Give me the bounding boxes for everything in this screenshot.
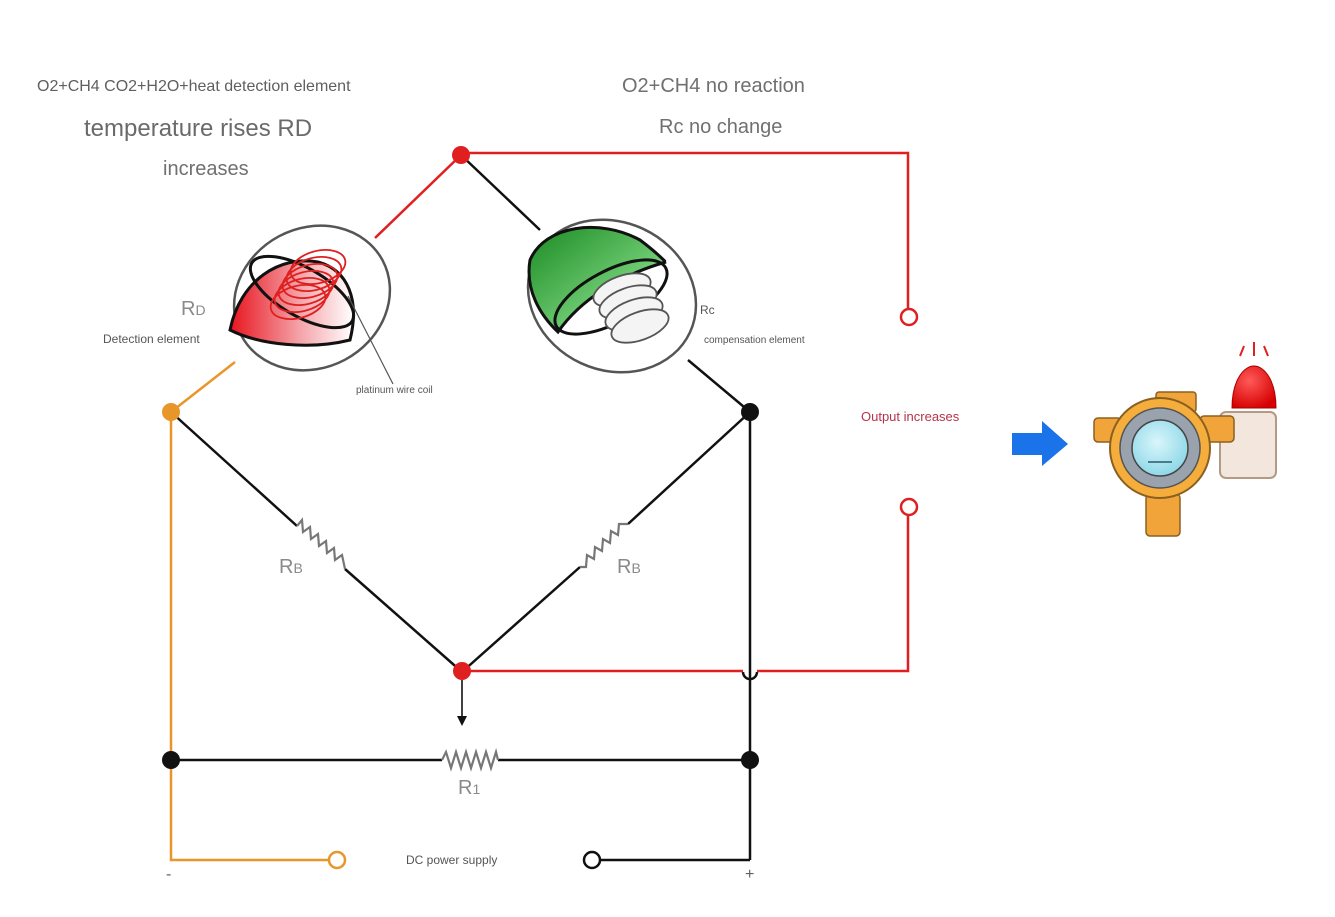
terminals [327, 307, 919, 870]
wiper-arrow [457, 680, 467, 726]
platinum-coil-label: platinum wire coil [356, 385, 433, 396]
red-wires [374, 151, 910, 673]
rb-right-symbol: RB [617, 556, 641, 578]
compensation-bead [592, 272, 670, 344]
detection-element-label: Detection element [103, 332, 200, 346]
resistor-rb-left [296, 517, 347, 570]
header-right-line1: O2+CH4 no reaction [622, 75, 805, 97]
platinum-coil [269, 249, 347, 320]
circuit-nodes [162, 146, 759, 769]
output-terminal-top [899, 307, 919, 327]
gas-detector-icon [1093, 342, 1277, 537]
resistor-r1 [441, 747, 500, 772]
power-supply-label: DC power supply [406, 853, 498, 867]
power-terminal-minus [327, 850, 347, 870]
output-label: Output increases [861, 409, 960, 424]
power-minus-label: - [166, 866, 172, 883]
compensation-element [526, 218, 698, 374]
header-left-line3: increases [163, 158, 249, 180]
rb-left-symbol: RB [279, 556, 303, 578]
compensation-element-label: compensation element [704, 335, 805, 346]
power-plus-label: + [745, 866, 755, 883]
resistor-rb-right [580, 522, 628, 569]
header-left-line2: temperature rises RD [84, 115, 313, 142]
right-arrow-icon [1012, 421, 1068, 466]
header-right-line2: Rc no change [659, 116, 783, 138]
rd-symbol: RD [181, 298, 206, 320]
detection-element [228, 224, 394, 385]
r1-symbol: R1 [458, 777, 481, 799]
output-terminal-bottom [899, 497, 919, 517]
rc-symbol: Rc [700, 303, 715, 317]
header-left-line1: O2+CH4 CO2+H2O+heat detection element [37, 78, 351, 95]
orange-wires [169, 361, 329, 862]
power-terminal-plus [582, 850, 602, 870]
